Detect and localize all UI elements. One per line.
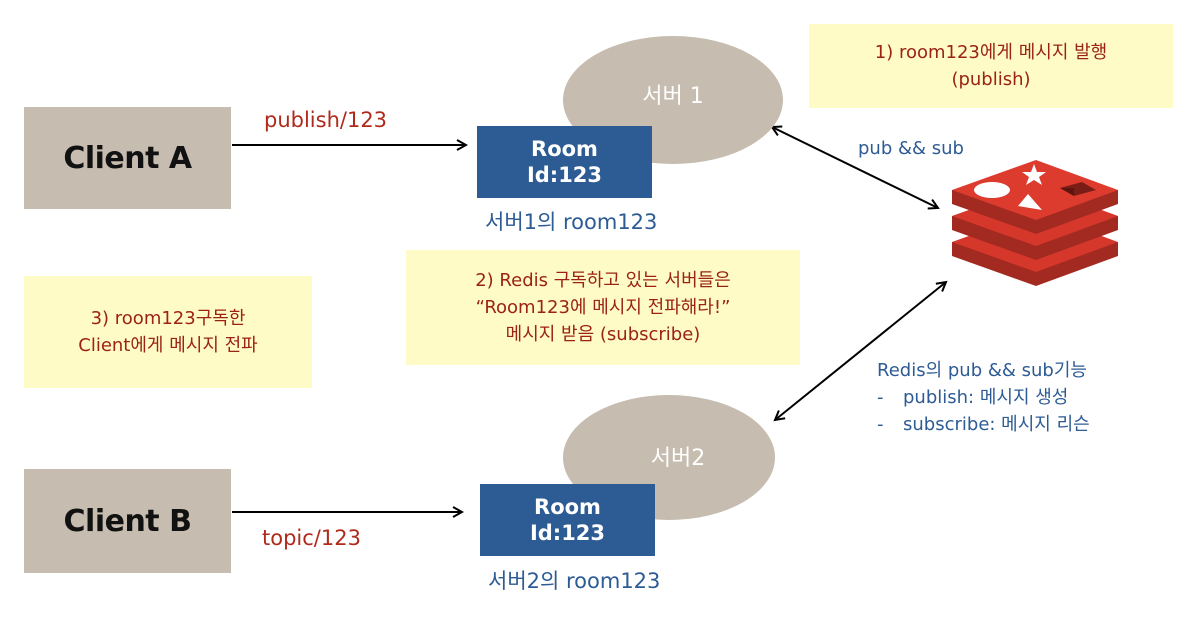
- redis-info-item-text: publish: 메시지 생성: [903, 387, 1069, 408]
- redis-logo-icon: [952, 160, 1118, 286]
- note-3-propagate: 3) room123구독한 Client에게 메시지 전파: [24, 276, 312, 388]
- redis-info-item: -subscribe: 메시지 리슨: [877, 411, 1197, 438]
- room-2-box: Room Id:123: [480, 484, 655, 556]
- arrow-server1-redis: [772, 127, 938, 208]
- bullet-dash: -: [877, 414, 884, 435]
- room-1-line2: Id:123: [526, 163, 603, 187]
- redis-info-title: Redis의 pub && sub기능: [877, 360, 1087, 381]
- note-1-publish: 1) room123에게 메시지 발행 (publish): [809, 24, 1173, 108]
- note-3-line2: Client에게 메시지 전파: [78, 335, 258, 356]
- redis-info-block: Redis의 pub && sub기능 -publish: 메시지 생성 -su…: [877, 357, 1197, 438]
- room-1-line1: Room: [531, 137, 598, 161]
- bullet-dash: -: [877, 387, 884, 408]
- client-b-box: Client B: [24, 469, 231, 573]
- room-2-caption: 서버2의 room123: [488, 569, 661, 593]
- arrow-redis-server2: [775, 282, 946, 420]
- server-2-ellipse: 서버2: [563, 395, 775, 520]
- redis-info-item: -publish: 메시지 생성: [877, 384, 1197, 411]
- edge-label-topic: topic/123: [262, 526, 361, 550]
- note-2-line2: “Room123에 메시지 전파해라!”: [475, 297, 731, 318]
- edge-label-pubsub: pub && sub: [858, 138, 964, 159]
- room-2-line1: Room: [534, 495, 601, 519]
- client-a-label: Client A: [63, 140, 192, 176]
- note-3-line1: 3) room123구독한: [90, 308, 246, 329]
- edge-label-publish: publish/123: [264, 108, 388, 132]
- server-2-label: 서버2: [650, 445, 706, 471]
- client-b-label: Client B: [63, 503, 192, 539]
- note-2-line3: 메시지 받음 (subscribe): [505, 324, 701, 345]
- room-1-box: Room Id:123: [477, 126, 652, 198]
- room-1-caption: 서버1의 room123: [485, 210, 658, 234]
- server-1-label: 서버 1: [642, 84, 704, 109]
- note-1-line1: 1) room123에게 메시지 발행: [874, 42, 1108, 63]
- note-2-line1: 2) Redis 구독하고 있는 서버들은: [475, 270, 731, 291]
- room-2-line2: Id:123: [529, 521, 606, 545]
- redis-info-item-text: subscribe: 메시지 리슨: [903, 414, 1090, 435]
- note-2-subscribe: 2) Redis 구독하고 있는 서버들은 “Room123에 메시지 전파해라…: [406, 250, 800, 365]
- note-1-line2: (publish): [951, 69, 1031, 90]
- client-a-box: Client A: [24, 107, 231, 209]
